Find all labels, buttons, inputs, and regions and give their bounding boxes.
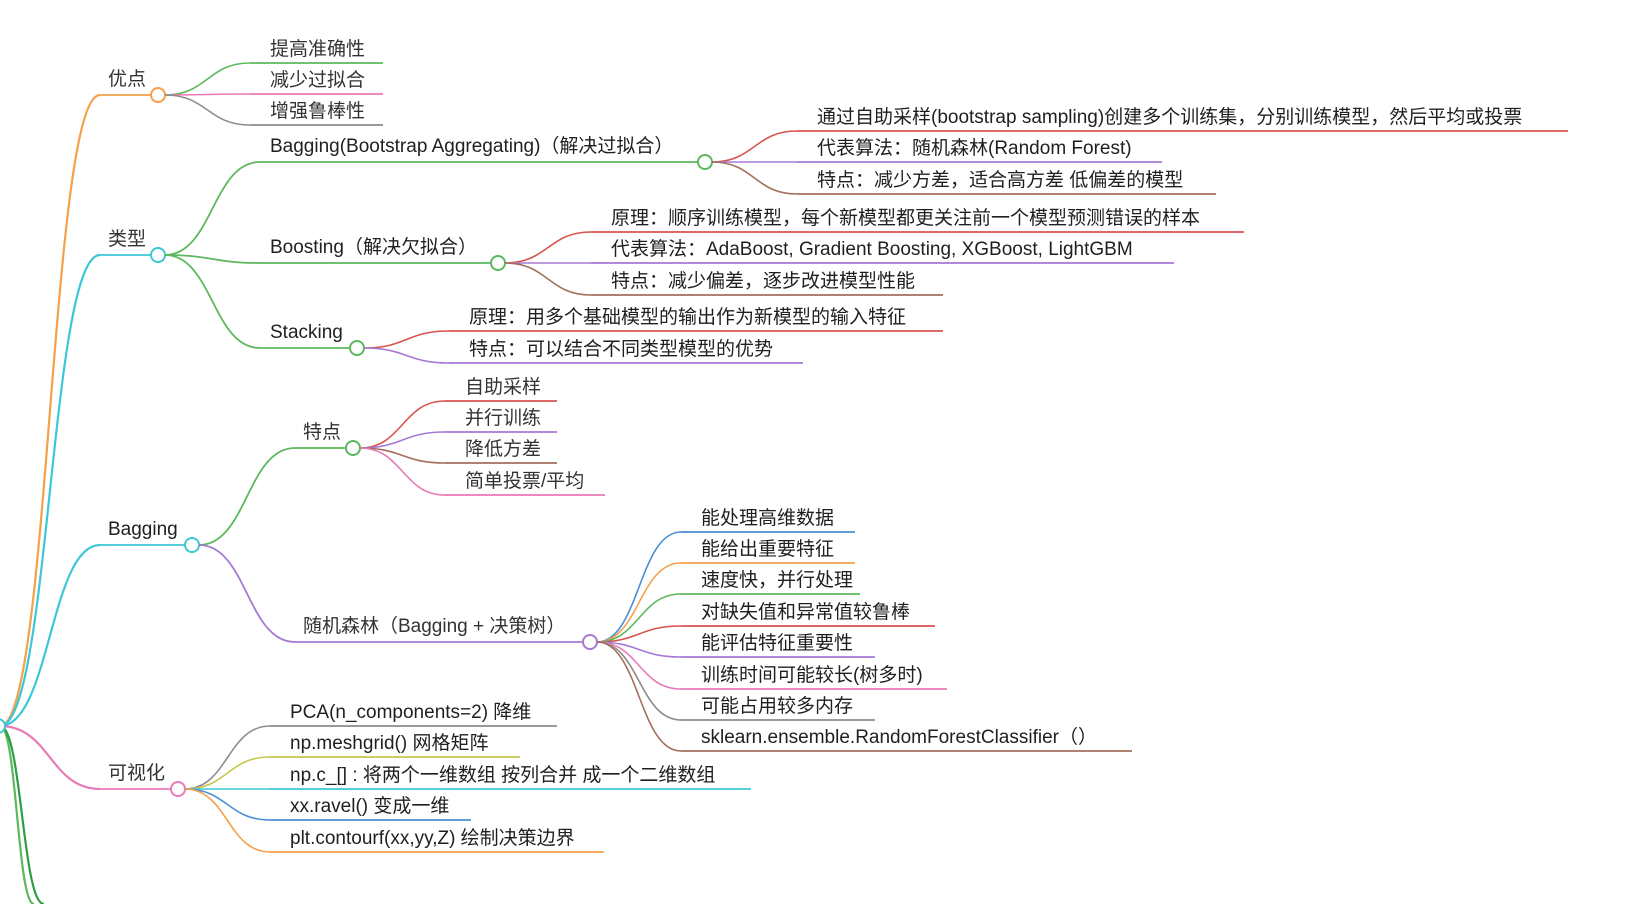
bagging-detail-item: 特点：减少方差，适合高方差 低偏差的模型 xyxy=(817,170,1184,191)
random-forest-item-connector xyxy=(596,625,682,643)
random-forest-item-connector xyxy=(596,562,682,643)
advantage-item: 提高准确性 xyxy=(270,39,366,60)
advantage-item: 增强鲁棒性 xyxy=(270,101,366,122)
visualization-item-connector xyxy=(184,756,271,790)
type-bagging-toggle[interactable] xyxy=(697,154,713,170)
visualization-item: plt.contourf(xx,yy,Z) 绘制决策边界 xyxy=(290,828,575,849)
random-forest-item: 能评估特征重要性 xyxy=(701,633,854,654)
stacking-detail-item: 特点：可以结合不同类型模型的优势 xyxy=(469,339,774,360)
random-forest-item: 训练时间可能较长(树多时) xyxy=(701,665,923,686)
type-stacking-toggle[interactable] xyxy=(349,340,365,356)
bagging-feature-item-connector xyxy=(359,447,446,496)
random-forest-item: 对缺失值和异常值较鲁棒 xyxy=(701,602,911,623)
boosting-detail-item: 代表算法：AdaBoost, Gradient Boosting, XGBoos… xyxy=(611,239,1133,260)
advantage-item-connector xyxy=(164,93,251,96)
random-forest-item-connector xyxy=(596,641,682,658)
type-boosting-toggle[interactable] xyxy=(490,255,506,271)
bagging-feature-item-connector xyxy=(359,447,446,464)
root-node-toggle[interactable] xyxy=(0,718,6,734)
bagging-feature-item: 简单投票/平均 xyxy=(465,471,585,492)
boosting-detail-item-connector xyxy=(504,262,592,296)
type-boosting-connector xyxy=(164,254,261,264)
bagging-detail-item-connector xyxy=(711,161,798,195)
boosting-detail-item: 特点：减少偏差，逐步改进模型性能 xyxy=(611,271,916,292)
stacking-detail-item-connector xyxy=(363,347,450,364)
type-bagging-label: Bagging(Bootstrap Aggregating)（解决过拟合） xyxy=(270,136,674,157)
type-stacking-connector xyxy=(164,254,261,349)
stacking-detail-item-connector xyxy=(363,330,450,349)
random-forest-item-connector xyxy=(596,641,682,752)
random-forest-item: 速度快，并行处理 xyxy=(701,570,854,591)
advantage-item: 减少过拟合 xyxy=(270,70,366,91)
bagging-feature-item-connector xyxy=(359,400,446,449)
bagging-features-toggle[interactable] xyxy=(345,440,361,456)
advantage-item-connector xyxy=(164,62,251,96)
branch-advantages-connector xyxy=(0,93,101,728)
random-forest-item-connector xyxy=(596,641,682,721)
type-stacking-label: Stacking xyxy=(270,322,343,343)
random-forest-item: 能处理高维数据 xyxy=(701,508,835,529)
visualization-item-connector xyxy=(184,725,271,790)
bagging-feature-item: 自助采样 xyxy=(465,377,542,398)
bagging-feature-item-connector xyxy=(359,431,446,449)
stacking-detail-item: 原理：用多个基础模型的输出作为新模型的输入特征 xyxy=(469,307,907,328)
random-forest-toggle[interactable] xyxy=(582,634,598,650)
branch-visualization-toggle[interactable] xyxy=(170,781,186,797)
type-boosting-label: Boosting（解决欠拟合） xyxy=(270,237,477,258)
branch-advantages-label: 优点 xyxy=(108,69,147,90)
branch-visualization-connector xyxy=(0,724,101,791)
branch-advantages-toggle[interactable] xyxy=(150,87,166,103)
random-forest-label: 随机森林（Bagging + 决策树） xyxy=(303,616,566,637)
boosting-detail-item: 原理：顺序训练模型，每个新模型都更关注前一个模型预测错误的样本 xyxy=(611,208,1201,229)
random-forest-item-connector xyxy=(596,531,682,643)
bagging-features-connector xyxy=(198,447,296,546)
bagging-feature-item: 降低方差 xyxy=(465,439,542,460)
random-forest-item-connector xyxy=(596,641,682,690)
bagging-detail-item: 通过自助采样(bootstrap sampling)创建多个训练集，分别训练模型… xyxy=(817,107,1523,128)
branch-visualization-label: 可视化 xyxy=(108,763,166,784)
bagging-detail-item-connector xyxy=(711,130,798,163)
branch-types-toggle[interactable] xyxy=(150,247,166,263)
bagging-features-label: 特点 xyxy=(303,422,342,443)
random-forest-item: sklearn.ensemble.RandomForestClassifier（… xyxy=(701,727,1097,748)
visualization-item: xx.ravel() 变成一维 xyxy=(290,796,450,817)
visualization-item-connector xyxy=(184,788,271,853)
random-forest-item-connector xyxy=(596,593,682,643)
branch-types-label: 类型 xyxy=(108,229,147,250)
branch-bagging-connector xyxy=(0,543,101,728)
advantage-item-connector xyxy=(164,94,251,126)
visualization-item: np.c_[] : 将两个一维数组 按列合并 成一个二维数组 xyxy=(290,765,716,786)
bagging-feature-item: 并行训练 xyxy=(465,408,542,429)
bagging-detail-item: 代表算法：随机森林(Random Forest) xyxy=(817,138,1132,159)
offscreen-branch-connector xyxy=(0,724,45,904)
boosting-detail-item-connector xyxy=(504,231,592,264)
visualization-item: PCA(n_components=2) 降维 xyxy=(290,702,532,723)
branch-bagging-label: Bagging xyxy=(108,519,178,540)
random-forest-connector xyxy=(198,544,296,643)
branch-types-connector xyxy=(0,253,101,728)
random-forest-item: 能给出重要特征 xyxy=(701,539,835,560)
visualization-item-connector xyxy=(184,788,271,821)
random-forest-item: 可能占用较多内存 xyxy=(701,696,854,717)
visualization-item: np.meshgrid() 网格矩阵 xyxy=(290,733,489,754)
type-bagging-connector xyxy=(164,161,261,256)
branch-bagging-toggle[interactable] xyxy=(184,537,200,553)
offscreen-branch-connector xyxy=(0,724,35,904)
